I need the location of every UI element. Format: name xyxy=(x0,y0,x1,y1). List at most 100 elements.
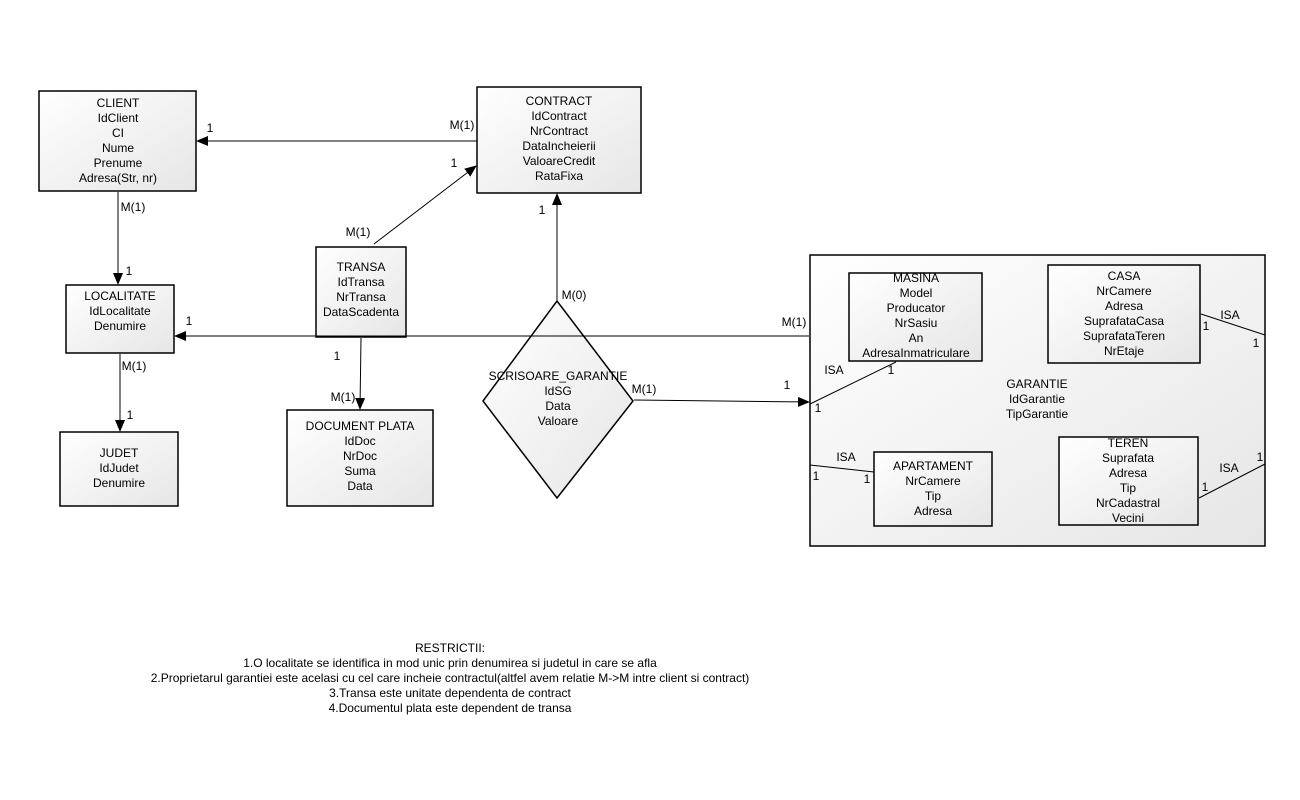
cardinality-label: M(1) xyxy=(346,225,371,239)
entity-attr: IdContract xyxy=(531,109,587,123)
entity-attr: Model xyxy=(900,286,933,300)
entity-title: TEREN xyxy=(1108,436,1149,450)
entity-attr: TipGarantie xyxy=(1006,407,1069,421)
restriction-item: 1.O localitate se identifica in mod unic… xyxy=(243,656,657,670)
entity-title: TRANSA xyxy=(337,260,386,274)
cardinality-label: M(1) xyxy=(121,200,146,214)
entity-attr: NrCadastral xyxy=(1096,496,1160,510)
cardinality-label: 1 xyxy=(127,408,134,422)
entity-title: CLIENT xyxy=(97,96,140,110)
cardinality-label: 1 xyxy=(186,314,193,328)
cardinality-label: 1 xyxy=(1202,480,1209,494)
relationship-attr: Data xyxy=(545,399,571,413)
entity-attr: Adresa xyxy=(1109,466,1147,480)
cardinality-label: 1 xyxy=(1253,336,1260,350)
cardinality-label: M(0) xyxy=(562,288,587,302)
entity-title: CONTRACT xyxy=(526,94,593,108)
entity-title: LOCALITATE xyxy=(84,289,156,303)
restrictions-title: RESTRICTII: xyxy=(414,641,485,655)
entity-attr: NrEtaje xyxy=(1104,344,1144,358)
entity-attr: IdGarantie xyxy=(1009,392,1065,406)
entity-attr: IdTransa xyxy=(338,275,385,289)
entity-casa[interactable]: CASA NrCamere Adresa SuprafataCasa Supra… xyxy=(1047,264,1201,364)
cardinality-label: 1 xyxy=(864,472,871,486)
edge-isa-teren xyxy=(1198,463,1266,499)
cardinality-label: 1 xyxy=(815,401,822,415)
entity-attr: IdLocalitate xyxy=(89,304,151,318)
entity-attr: NrContract xyxy=(530,124,589,138)
entity-contract[interactable]: CONTRACT IdContract NrContract DataInche… xyxy=(476,86,642,194)
entity-teren[interactable]: TEREN Suprafata Adresa Tip NrCadastral V… xyxy=(1058,436,1199,526)
entity-attr: Data xyxy=(347,479,373,493)
edge-isa-apartament xyxy=(809,464,875,473)
entity-attr: NrDoc xyxy=(343,449,377,463)
cardinality-label: 1 xyxy=(784,378,791,392)
entity-title: GARANTIE xyxy=(1006,377,1067,391)
edge-isa-casa xyxy=(1200,313,1266,336)
relationship-attr: IdSG xyxy=(544,384,571,398)
entity-attr: DataIncheierii xyxy=(522,139,595,153)
cardinality-label: 1 xyxy=(1203,319,1210,333)
cardinality-label: 1 xyxy=(813,469,820,483)
entity-attr: NrCamere xyxy=(905,474,961,488)
cardinality-label: 1 xyxy=(539,203,546,217)
isa-label: ISA xyxy=(1220,308,1239,322)
entity-title: CASA xyxy=(1108,269,1141,283)
cardinality-label: 1 xyxy=(1257,450,1264,464)
cardinality-label: M(1) xyxy=(331,390,356,404)
entity-attr: Prenume xyxy=(94,156,143,170)
entity-attr: NrTransa xyxy=(336,290,386,304)
entity-attr: ValoareCredit xyxy=(523,154,596,168)
entity-attr: RataFixa xyxy=(535,169,583,183)
edge-isa-masina xyxy=(809,361,897,405)
edge-transa-document-plata xyxy=(355,337,366,410)
relationship-scrisoare-garantie[interactable]: SCRISOARE_GARANTIE IdSG Data Valoare xyxy=(482,299,634,500)
edge-scrisoare-garantie xyxy=(633,396,810,407)
entity-title: APARTAMENT xyxy=(893,459,974,473)
entity-client[interactable]: CLIENT IdClient CI Nume Prenume Adresa(S… xyxy=(38,90,197,192)
relationship-attr: Valoare xyxy=(538,414,579,428)
cardinality-label: 1 xyxy=(126,264,133,278)
entity-title: JUDET xyxy=(100,446,139,460)
entity-transa[interactable]: TRANSA IdTransa NrTransa DataScadenta xyxy=(315,246,407,338)
restriction-item: 3.Transa este unitate dependenta de cont… xyxy=(329,686,571,700)
cardinality-label: 1 xyxy=(207,121,214,135)
entity-attr: Suma xyxy=(344,464,376,478)
entity-attr: Adresa(Str, nr) xyxy=(79,171,157,185)
entity-attr: An xyxy=(909,331,924,345)
isa-label: ISA xyxy=(1219,461,1238,475)
entity-attr: NrSasiu xyxy=(895,316,938,330)
entity-attr: Producator xyxy=(887,301,946,315)
entity-masina[interactable]: MASINA Model Producator NrSasiu An Adres… xyxy=(848,271,983,362)
entity-attr: NrCamere xyxy=(1096,284,1152,298)
entity-localitate[interactable]: LOCALITATE IdLocalitate Denumire xyxy=(65,284,175,354)
isa-label: ISA xyxy=(836,450,855,464)
cardinality-label: M(1) xyxy=(450,118,475,132)
entity-attr: Adresa xyxy=(914,504,952,518)
entity-attr: Denumire xyxy=(94,319,146,333)
isa-label: ISA xyxy=(824,363,843,377)
cardinality-label: 1 xyxy=(888,363,895,377)
entity-document-plata[interactable]: DOCUMENT PLATA IdDoc NrDoc Suma Data xyxy=(286,409,434,507)
entity-attr: Tip xyxy=(1120,481,1137,495)
entity-attr: CI xyxy=(112,126,124,140)
entity-attr: Nume xyxy=(102,141,134,155)
entity-attr: AdresaInmatriculare xyxy=(862,346,970,360)
cardinality-label: 1 xyxy=(334,349,341,363)
entity-attr: IdJudet xyxy=(99,461,139,475)
entity-attr: Suprafata xyxy=(1102,451,1154,465)
entity-attr: Vecini xyxy=(1112,511,1144,525)
entity-attr: SuprafataCasa xyxy=(1084,314,1164,328)
entity-judet[interactable]: JUDET IdJudet Denumire xyxy=(59,431,179,507)
restriction-item: 4.Documentul plata este dependent de tra… xyxy=(328,701,572,715)
entity-attr: IdClient xyxy=(98,111,139,125)
entity-attr: Tip xyxy=(925,489,942,503)
entity-apartament[interactable]: APARTAMENT NrCamere Tip Adresa xyxy=(873,451,993,527)
edge-transa-contract xyxy=(373,165,477,245)
entity-attr: Adresa xyxy=(1105,299,1143,313)
entity-attr: Denumire xyxy=(93,476,145,490)
entity-title: DOCUMENT PLATA xyxy=(306,419,415,433)
entity-attr: SuprafataTeren xyxy=(1083,329,1165,343)
relationship-title: SCRISOARE_GARANTIE xyxy=(489,369,628,383)
